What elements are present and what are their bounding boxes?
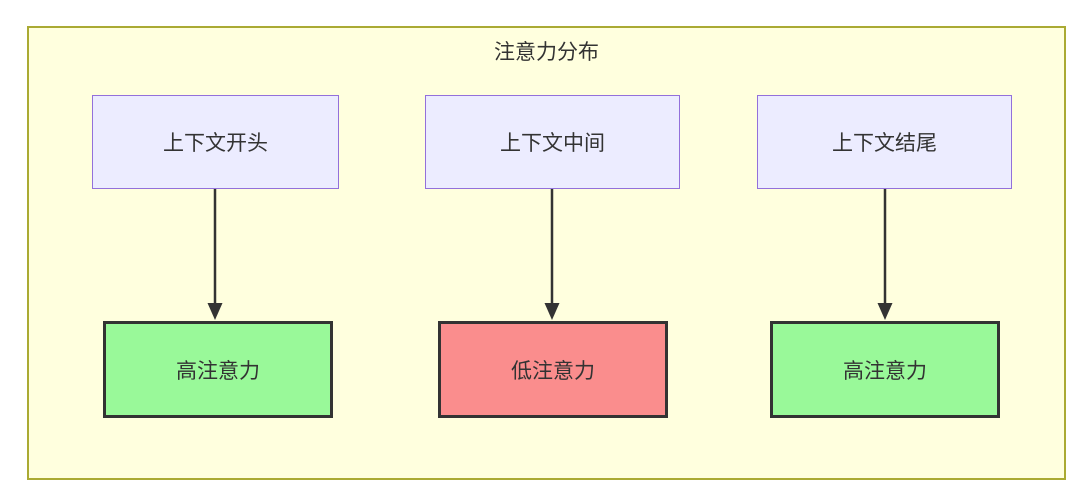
result-node-label: 高注意力 [176,359,260,383]
source-node-context-middle: 上下文中间 [425,95,680,189]
arrow-down-icon [877,189,893,320]
source-node-label: 上下文结尾 [832,132,937,155]
result-node-label: 高注意力 [843,359,927,383]
source-node-context-beginning: 上下文开头 [92,95,339,189]
arrow-down-icon [207,189,223,320]
source-node-context-end: 上下文结尾 [757,95,1012,189]
result-node-low-attention: 低注意力 [438,321,668,418]
source-node-label: 上下文开头 [163,132,268,155]
result-node-label: 低注意力 [511,359,595,383]
diagram-title: 注意力分布 [494,41,599,64]
arrow-down-icon [544,189,560,320]
attention-distribution-subgraph: 注意力分布 上下文开头 高注意力 上下文中间 低注意力 上下文结尾 [27,26,1066,480]
source-node-label: 上下文中间 [500,132,605,155]
result-node-high-attention-1: 高注意力 [103,321,333,418]
result-node-high-attention-2: 高注意力 [770,321,1000,418]
